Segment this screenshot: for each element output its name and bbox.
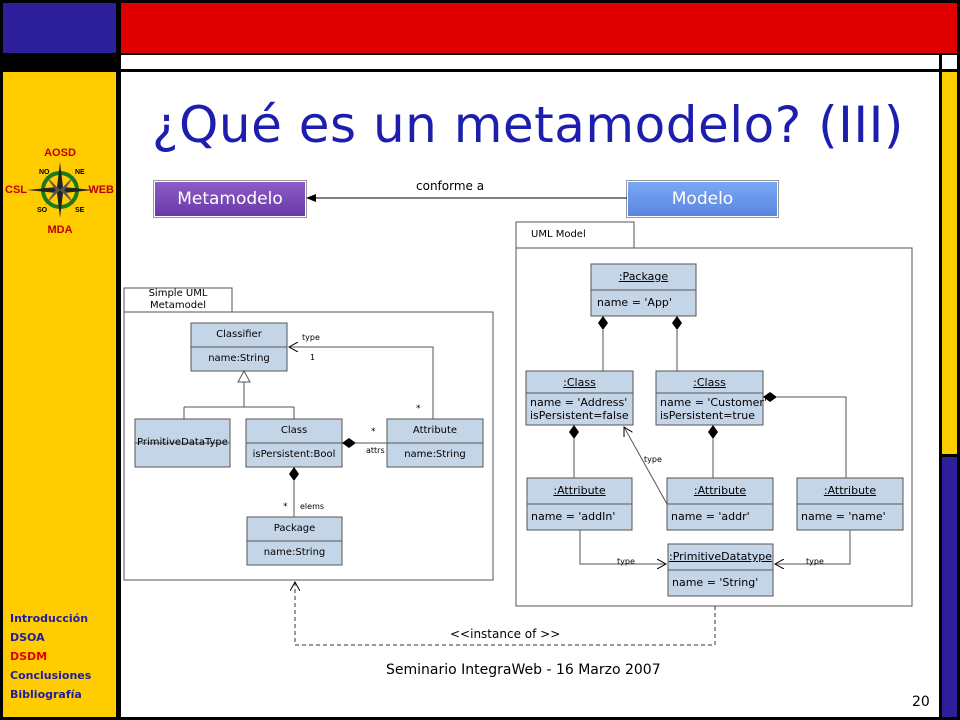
- type-label-b: type: [617, 557, 635, 566]
- svg-text:SE: SE: [75, 207, 85, 214]
- top-banner: [121, 3, 957, 53]
- prim-name: :PrimitiveDatatype: [669, 550, 772, 563]
- logo-right: WEB: [88, 184, 114, 196]
- class2-attr1: name = 'Customer': [660, 396, 767, 409]
- footer-text: Seminario IntegraWeb - 16 Marzo 2007: [386, 662, 661, 678]
- class1-attr1: name = 'Address': [530, 396, 628, 409]
- nav-bibliografia[interactable]: Bibliografía: [10, 688, 82, 701]
- mm-attribute-attr: name:String: [404, 449, 466, 460]
- logo-bottom: MDA: [47, 224, 72, 236]
- classifier-attr: name:String: [208, 353, 270, 364]
- prim-attr: name = 'String': [672, 576, 759, 589]
- attrs-label: attrs: [366, 446, 385, 455]
- attr2-attr: name = 'addr': [671, 510, 750, 523]
- metamodelo-box: Metamodelo: [154, 181, 306, 217]
- attr3-name: :Attribute: [823, 484, 877, 497]
- elems-mult: *: [283, 502, 288, 512]
- attr-mult-top: *: [416, 404, 421, 414]
- attr2-name: :Attribute: [693, 484, 747, 497]
- right-band-yellow: [942, 72, 957, 454]
- mm-class-name: Class: [280, 425, 308, 436]
- nav-dsoa[interactable]: DSOA: [10, 631, 45, 644]
- class1-attr2: isPersistent=false: [530, 409, 629, 422]
- logo-left: CSL: [5, 184, 27, 196]
- svg-text:NO: NO: [39, 169, 50, 176]
- nav-dsdm[interactable]: DSDM: [10, 650, 48, 663]
- pkg-attr: name = 'App': [597, 296, 672, 309]
- svg-text:SO: SO: [37, 207, 48, 214]
- modelo-box: Modelo: [627, 181, 778, 217]
- attrs-mult: *: [371, 427, 376, 437]
- attr1-name: :Attribute: [553, 484, 606, 497]
- type-label: type: [302, 333, 320, 342]
- nav-introduccion[interactable]: Introducción: [10, 612, 89, 625]
- classifier-name: Classifier: [216, 329, 262, 340]
- elems-label: elems: [300, 502, 325, 511]
- top-right-strip: [942, 55, 957, 69]
- logo-top: AOSD: [44, 147, 76, 159]
- class1-name: :Class: [563, 376, 596, 389]
- svg-text:NE: NE: [75, 169, 85, 176]
- mm-package-name: Package: [273, 523, 316, 534]
- attr3-attr: name = 'name': [801, 510, 886, 523]
- class2-attr2: isPersistent=true: [660, 409, 755, 422]
- class2-name: :Class: [693, 376, 726, 389]
- primitive-name: PrimitiveDataType: [137, 437, 228, 448]
- right-band-blue: [942, 457, 957, 717]
- uml-frame-label: UML Model: [531, 229, 586, 240]
- mm-package-attr: name:String: [263, 547, 326, 558]
- mm-class-attr: isPersistent:Bool: [252, 449, 336, 460]
- attr1-attr: name = 'addIn': [531, 510, 616, 523]
- compass-logo: AOSD CSL WEB MDA NO NE SO SE: [5, 147, 114, 236]
- top-strip: [121, 55, 939, 69]
- corner-block: [3, 3, 116, 53]
- slide-title: ¿Qué es un metamodelo? (III): [152, 96, 904, 154]
- pkg-name: :Package: [618, 270, 669, 283]
- type-label-c: type: [806, 557, 824, 566]
- type-mult: 1: [310, 353, 316, 362]
- type-label-a: type: [644, 455, 662, 464]
- conforme-a-label: conforme a: [416, 179, 485, 193]
- page-number: 20: [912, 694, 930, 710]
- mm-attribute-name: Attribute: [412, 425, 458, 436]
- instance-of-label: <<instance of >>: [450, 627, 561, 641]
- nav-conclusiones[interactable]: Conclusiones: [10, 669, 92, 682]
